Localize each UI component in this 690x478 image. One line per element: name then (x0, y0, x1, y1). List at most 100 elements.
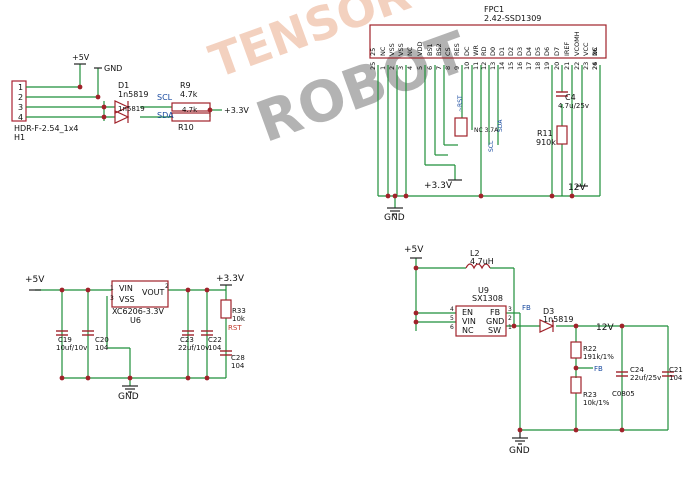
ldo-out-label: +3.3V (216, 274, 245, 284)
r10-ref: R10 (178, 123, 194, 132)
c4-ref: C4 (565, 93, 576, 102)
net-c-scl: SCL (488, 140, 495, 152)
junctions (59, 84, 625, 433)
c20-val: 104 (95, 344, 109, 352)
net-c-sda: SDA (497, 119, 504, 132)
r9-val: 4.7k (180, 90, 198, 99)
p33-fpc: +3.3V (424, 181, 453, 191)
fpc-pin-number: 7 (435, 66, 443, 70)
fpc-pin-number: 3 (397, 66, 405, 70)
c4-val: 4.7u/25v (558, 102, 589, 110)
fpc-pin-name: VSS (397, 43, 405, 56)
ldo-in-label: +5V (25, 275, 45, 285)
r11-body (556, 125, 568, 145)
fpc-pin-name: BS1 (426, 43, 434, 56)
fpc-pin-number: 17 (525, 62, 533, 70)
fpc-pin-number: 19 (543, 62, 551, 70)
u9-pin-vin: VIN (462, 317, 476, 326)
fpc-pin-number: 10 (463, 62, 471, 70)
gnd-boost: GND (509, 446, 530, 456)
d1-ref: D1 (118, 81, 129, 90)
fpc-pin-number: 13 (489, 62, 497, 70)
gnd-ldo: GND (118, 392, 139, 402)
net-12v: 12V (596, 323, 614, 333)
fpc-pin-number: 12 (480, 62, 488, 70)
net-c-rst: ~RST (457, 95, 464, 112)
fpc-pin-number: 20 (553, 62, 561, 70)
c21-val: 104 (669, 374, 683, 382)
net-sda: SDA (157, 111, 174, 120)
net-fb: FB (522, 304, 531, 312)
u9-ref: U9 (478, 286, 489, 295)
fpc-pin-name: 26 (591, 48, 599, 56)
r33-val: 10k (232, 315, 246, 323)
r22-val: 191k/1% (583, 353, 614, 361)
r9-body (171, 102, 211, 112)
fpc-pin-number: 14 (498, 62, 506, 70)
c19-val: 10uf/10v (56, 344, 87, 352)
u9-p6: 6 (450, 324, 454, 331)
u9-p4: 4 (450, 306, 454, 313)
r23-ref: R23 (583, 391, 597, 399)
u9-p5: 5 (450, 315, 454, 322)
gnd-fpc: GND (384, 213, 405, 223)
capacitors (56, 91, 674, 377)
fpc-pin-number: 8 (444, 66, 452, 70)
fpc-pin-number: 16 (516, 62, 524, 70)
fpc-pin-name: BS2 (435, 43, 443, 56)
l2-inductor (465, 263, 491, 270)
r10-val: 4.7k (182, 106, 198, 114)
fpc-pin-labels: 25251NC2VSS3VSS4NC5VDD6BS17BS28CS9RES10D… (369, 31, 599, 70)
c24-pkg: C0805 (612, 390, 635, 398)
d3-ref: D3 (543, 307, 554, 316)
c23-val: 22uf/10v (178, 344, 209, 352)
fpc-pin-name: VCOMH (573, 31, 581, 56)
fpc-connector-body (369, 24, 607, 59)
fpc-pin-number: 25 (369, 62, 377, 70)
ldo-p3: 3 (110, 295, 114, 302)
ldo-u6-body (111, 280, 169, 308)
fpc-pin-name: D4 (525, 47, 533, 56)
u9-p2: 2 (508, 315, 512, 322)
r23-body (570, 376, 582, 394)
fpc-pin-name: IREF (563, 41, 571, 56)
u9-pin-nc: NC (462, 326, 474, 335)
fpc-pin-number: 5 (416, 66, 424, 70)
d3-part: 1n5819 (543, 315, 574, 324)
net-12v-fpc: 12V (568, 183, 586, 193)
ldo-p1: 1 (110, 285, 114, 292)
fpc-pin-name: NC (591, 46, 599, 56)
fpc-pin-number: 11 (472, 62, 480, 70)
fpc-pin-name: VCC (582, 42, 590, 56)
fpc-aux-part (454, 117, 468, 137)
fpc-pin-name: D1 (498, 47, 506, 56)
net-rst: RST (228, 324, 242, 332)
u9-pin-fb: FB (490, 308, 500, 317)
ldo-pin-vout: VOUT (142, 288, 164, 297)
fpc-pin-number: 4 (406, 66, 414, 70)
fpc-part: 2.42-SSD1309 (484, 14, 541, 23)
fpc-pin-name: WR (472, 45, 480, 56)
p33-right: +3.3V (224, 106, 249, 115)
hdr-pin1: 1 (18, 83, 23, 92)
fpc-pin-name: DC (463, 46, 471, 56)
r11-ref: R11 (537, 129, 553, 138)
r23-val: 10k/1% (583, 399, 610, 407)
r33-body (220, 299, 232, 319)
d1-body (114, 100, 130, 114)
fpc-pin-name: D6 (543, 47, 551, 56)
c28-val: 104 (231, 362, 245, 370)
gnd-symbols (29, 63, 588, 445)
fpc-pin-name: VSS (388, 43, 396, 56)
fpc-pin-name: NC (379, 46, 387, 56)
c21-ref: C21 (669, 366, 683, 374)
hdr-part: HDR-F-2.54_1x4 (14, 124, 79, 133)
c24-val: 22uf/25v (630, 374, 661, 382)
components (111, 24, 607, 394)
boost-in-label: +5V (404, 245, 424, 255)
fpc-pin-name: CS (444, 47, 452, 56)
fpc-pin-number: 2 (388, 66, 396, 70)
fpc-pin-name: RES (453, 43, 461, 56)
u9-p3: 3 (508, 306, 512, 313)
